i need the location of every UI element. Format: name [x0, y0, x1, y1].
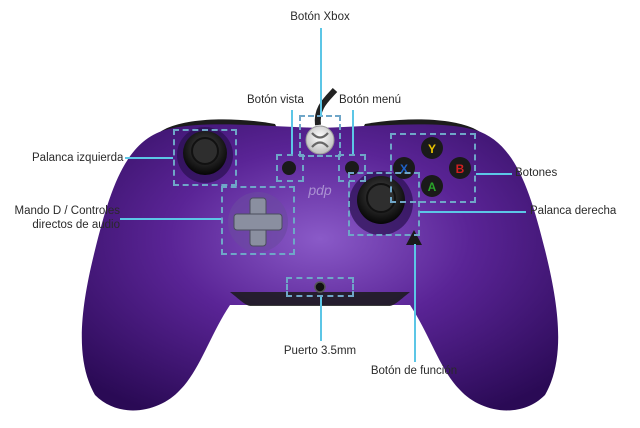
audio-port — [314, 281, 326, 293]
menu-callout-line — [352, 110, 354, 154]
left-stick-highlight — [173, 129, 237, 186]
label-left-stick: Palanca izquierda — [32, 152, 124, 164]
button-y — [421, 137, 443, 159]
label-dpad-line2: directos de audio — [32, 219, 120, 231]
button-b-label: B — [456, 162, 465, 176]
left-stick-top — [191, 137, 219, 165]
xbox-logo-icon — [311, 132, 329, 148]
label-dpad-line1: Mando D / Controles — [14, 205, 120, 217]
button-x-label: X — [400, 162, 408, 176]
xbox-button-highlight — [299, 115, 341, 157]
menu-button-highlight — [338, 154, 366, 182]
label-menu-button: Botón menú — [339, 94, 402, 106]
label-audio-port: Puerto 3.5mm — [283, 345, 357, 357]
label-dpad: Mando D / Controles directos de audio — [10, 204, 120, 232]
cable — [314, 87, 338, 126]
label-buttons: Botones — [515, 167, 558, 179]
controller-body — [81, 124, 559, 411]
function-button — [406, 230, 422, 245]
xbox-callout-line — [320, 28, 322, 116]
right-stick-highlight — [348, 172, 420, 236]
right-stick-callout-line — [420, 211, 526, 213]
label-function-button: Botón de función — [370, 365, 458, 377]
face-buttons: Y X B A — [393, 137, 471, 197]
buttons-highlight — [390, 133, 476, 203]
dpad-callout-line — [120, 218, 221, 220]
audio-callout-line — [320, 297, 322, 341]
dpad-highlight — [221, 186, 295, 255]
menu-button — [345, 161, 359, 175]
left-stick-callout-line — [125, 157, 173, 159]
audio-port-highlight — [286, 277, 354, 297]
button-a — [421, 175, 443, 197]
function-callout-line — [414, 244, 416, 362]
view-button — [282, 161, 296, 175]
label-xbox-button: Botón Xbox — [290, 11, 350, 23]
buttons-callout-line — [476, 173, 512, 175]
view-button-highlight — [276, 154, 304, 182]
button-a-label: A — [428, 180, 437, 194]
label-view-button: Botón vista — [247, 94, 304, 106]
button-y-label: Y — [428, 142, 436, 156]
right-stick-top — [366, 183, 396, 213]
brand-logo: pdp — [307, 182, 332, 198]
button-b — [449, 157, 471, 179]
dpad — [233, 197, 283, 247]
label-right-stick: Palanca derecha — [530, 205, 617, 217]
view-callout-line — [291, 110, 293, 154]
